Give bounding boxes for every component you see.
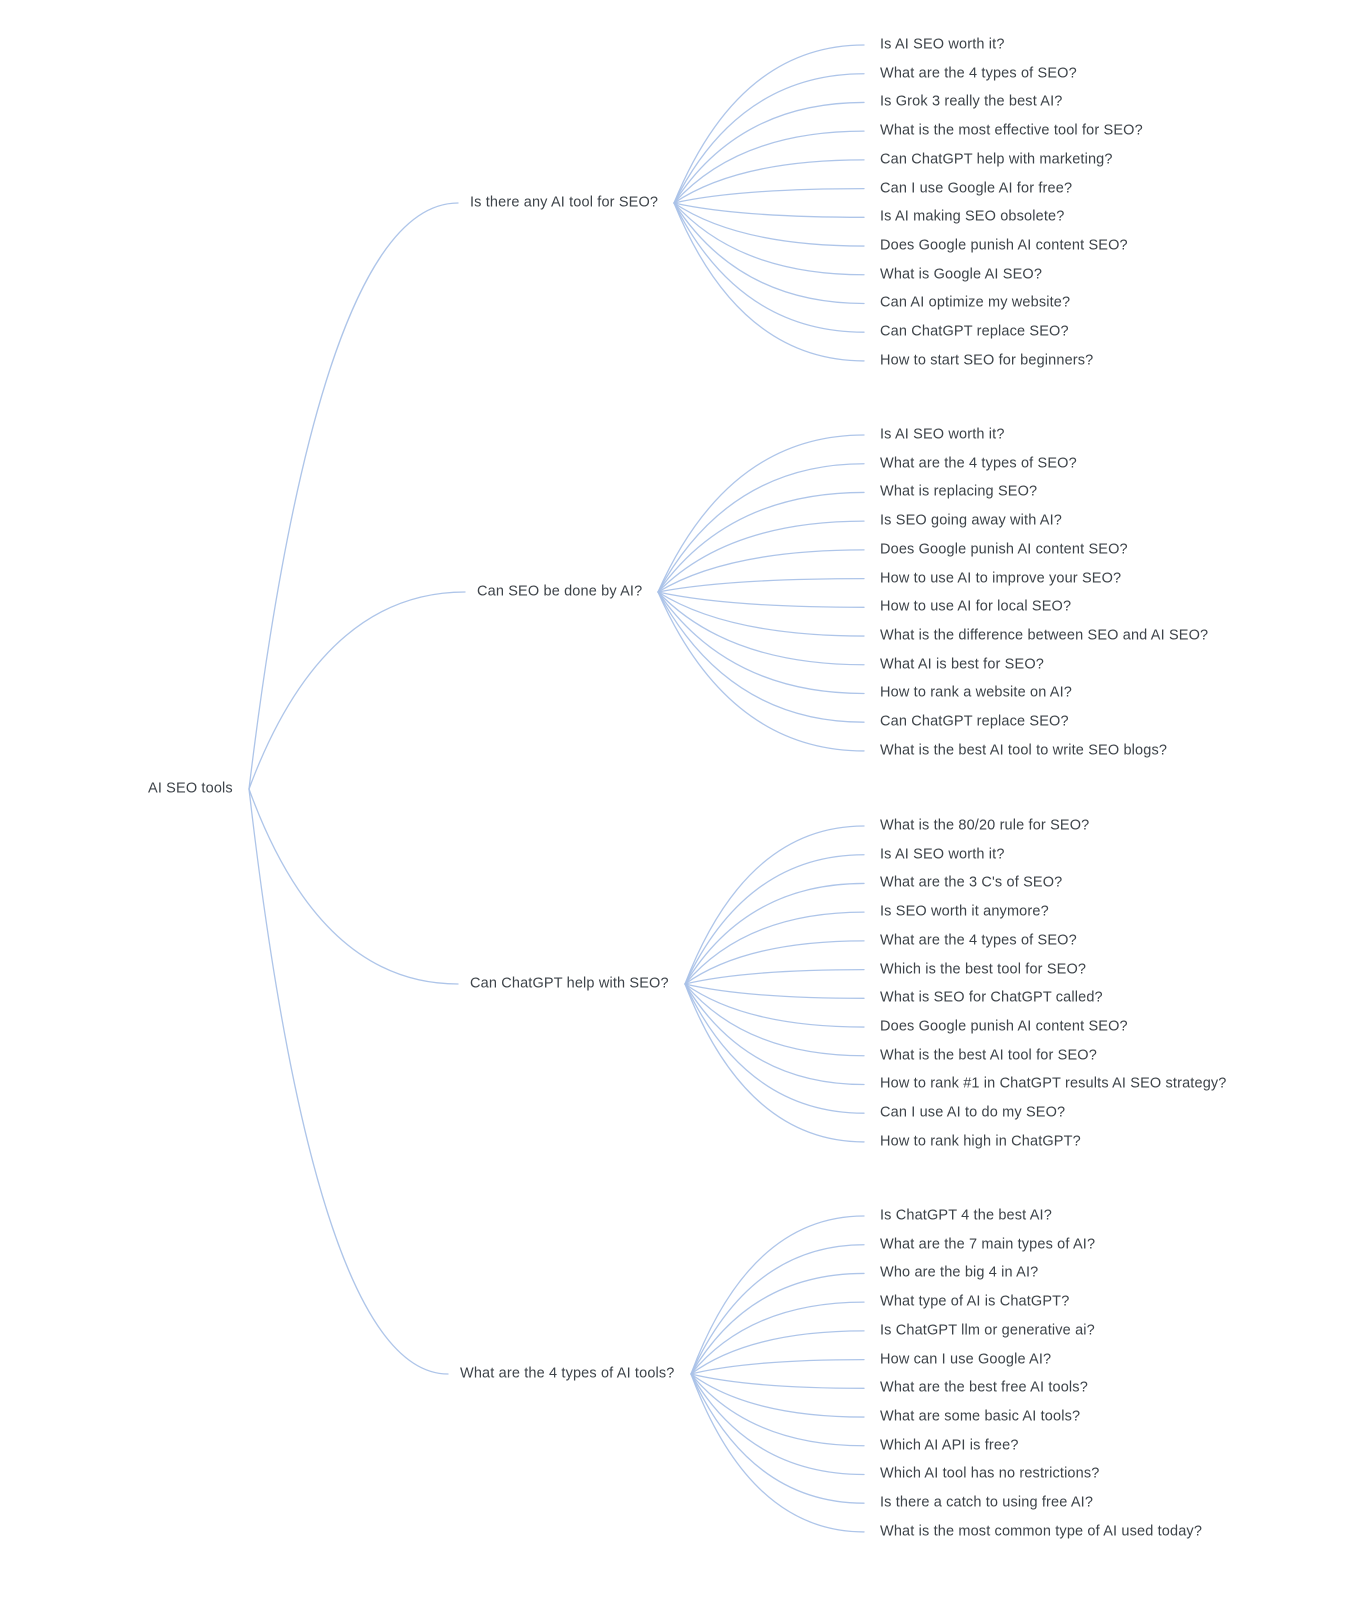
leaf-node-2-12[interactable]: What is the best AI tool to write SEO bl…: [880, 742, 1168, 759]
leaf-node-2-8[interactable]: What is the difference between SEO and A…: [880, 627, 1209, 644]
leaf-node-2-1[interactable]: Is AI SEO worth it?: [880, 426, 1005, 443]
leaf-node-1-6[interactable]: Can I use Google AI for free?: [880, 179, 1073, 196]
leaf-node-3-7[interactable]: What is SEO for ChatGPT called?: [880, 989, 1103, 1006]
leaf-node-4-10[interactable]: Which AI tool has no restrictions?: [880, 1465, 1100, 1482]
leaf-node-4-1[interactable]: Is ChatGPT 4 the best AI?: [880, 1207, 1052, 1224]
leaf-node-2-7[interactable]: How to use AI for local SEO?: [880, 598, 1072, 615]
leaf-node-4-2[interactable]: What are the 7 main types of AI?: [880, 1236, 1096, 1253]
leaf-node-1-4[interactable]: What is the most effective tool for SEO?: [880, 122, 1143, 139]
leaf-node-3-12[interactable]: How to rank high in ChatGPT?: [880, 1133, 1081, 1150]
leaf-node-4-8[interactable]: What are some basic AI tools?: [880, 1408, 1081, 1425]
leaf-node-4-11[interactable]: Is there a catch to using free AI?: [880, 1494, 1094, 1511]
leaf-node-1-11[interactable]: Can ChatGPT replace SEO?: [880, 323, 1069, 340]
leaf-node-4-4[interactable]: What type of AI is ChatGPT?: [880, 1293, 1070, 1310]
leaf-node-1-5[interactable]: Can ChatGPT help with marketing?: [880, 151, 1113, 168]
leaf-node-1-3[interactable]: Is Grok 3 really the best AI?: [880, 93, 1063, 110]
leaf-node-2-9[interactable]: What AI is best for SEO?: [880, 656, 1044, 673]
leaf-node-1-1[interactable]: Is AI SEO worth it?: [880, 36, 1005, 53]
leaf-node-3-3[interactable]: What are the 3 C's of SEO?: [880, 874, 1063, 891]
branch-node-3[interactable]: Can ChatGPT help with SEO?: [470, 975, 669, 992]
leaf-node-2-4[interactable]: Is SEO going away with AI?: [880, 512, 1063, 529]
leaf-node-1-7[interactable]: Is AI making SEO obsolete?: [880, 208, 1065, 225]
leaf-node-2-10[interactable]: How to rank a website on AI?: [880, 684, 1072, 701]
leaf-node-2-5[interactable]: Does Google punish AI content SEO?: [880, 541, 1128, 558]
leaf-node-2-3[interactable]: What is replacing SEO?: [880, 483, 1038, 500]
branch-node-1[interactable]: Is there any AI tool for SEO?: [470, 194, 659, 211]
leaf-node-1-8[interactable]: Does Google punish AI content SEO?: [880, 237, 1128, 254]
leaf-node-3-2[interactable]: Is AI SEO worth it?: [880, 846, 1005, 863]
leaf-node-4-6[interactable]: How can I use Google AI?: [880, 1350, 1052, 1367]
branch-node-2[interactable]: Can SEO be done by AI?: [477, 583, 643, 600]
leaf-node-4-5[interactable]: Is ChatGPT llm or generative ai?: [880, 1322, 1095, 1339]
branch-node-4[interactable]: What are the 4 types of AI tools?: [460, 1365, 675, 1382]
leaf-node-4-9[interactable]: Which AI API is free?: [880, 1437, 1019, 1454]
root-node[interactable]: AI SEO tools: [148, 780, 233, 797]
leaf-node-4-12[interactable]: What is the most common type of AI used …: [880, 1523, 1203, 1540]
leaf-node-1-2[interactable]: What are the 4 types of SEO?: [880, 65, 1077, 82]
leaf-node-2-2[interactable]: What are the 4 types of SEO?: [880, 455, 1077, 472]
leaf-node-3-6[interactable]: Which is the best tool for SEO?: [880, 960, 1087, 977]
leaf-node-3-5[interactable]: What are the 4 types of SEO?: [880, 932, 1077, 949]
leaf-node-2-11[interactable]: Can ChatGPT replace SEO?: [880, 713, 1069, 730]
leaf-node-1-10[interactable]: Can AI optimize my website?: [880, 294, 1071, 311]
leaf-node-2-6[interactable]: How to use AI to improve your SEO?: [880, 569, 1122, 586]
leaf-node-4-3[interactable]: Who are the big 4 in AI?: [880, 1264, 1039, 1281]
leaf-node-3-9[interactable]: What is the best AI tool for SEO?: [880, 1047, 1097, 1064]
leaf-node-3-8[interactable]: Does Google punish AI content SEO?: [880, 1018, 1128, 1035]
leaf-node-3-10[interactable]: How to rank #1 in ChatGPT results AI SEO…: [880, 1075, 1227, 1092]
leaf-node-1-9[interactable]: What is Google AI SEO?: [880, 266, 1043, 283]
leaf-node-3-1[interactable]: What is the 80/20 rule for SEO?: [880, 817, 1090, 834]
leaf-node-1-12[interactable]: How to start SEO for beginners?: [880, 352, 1094, 369]
leaf-node-3-4[interactable]: Is SEO worth it anymore?: [880, 903, 1049, 920]
leaf-node-4-7[interactable]: What are the best free AI tools?: [880, 1379, 1088, 1396]
leaf-node-3-11[interactable]: Can I use AI to do my SEO?: [880, 1104, 1066, 1121]
